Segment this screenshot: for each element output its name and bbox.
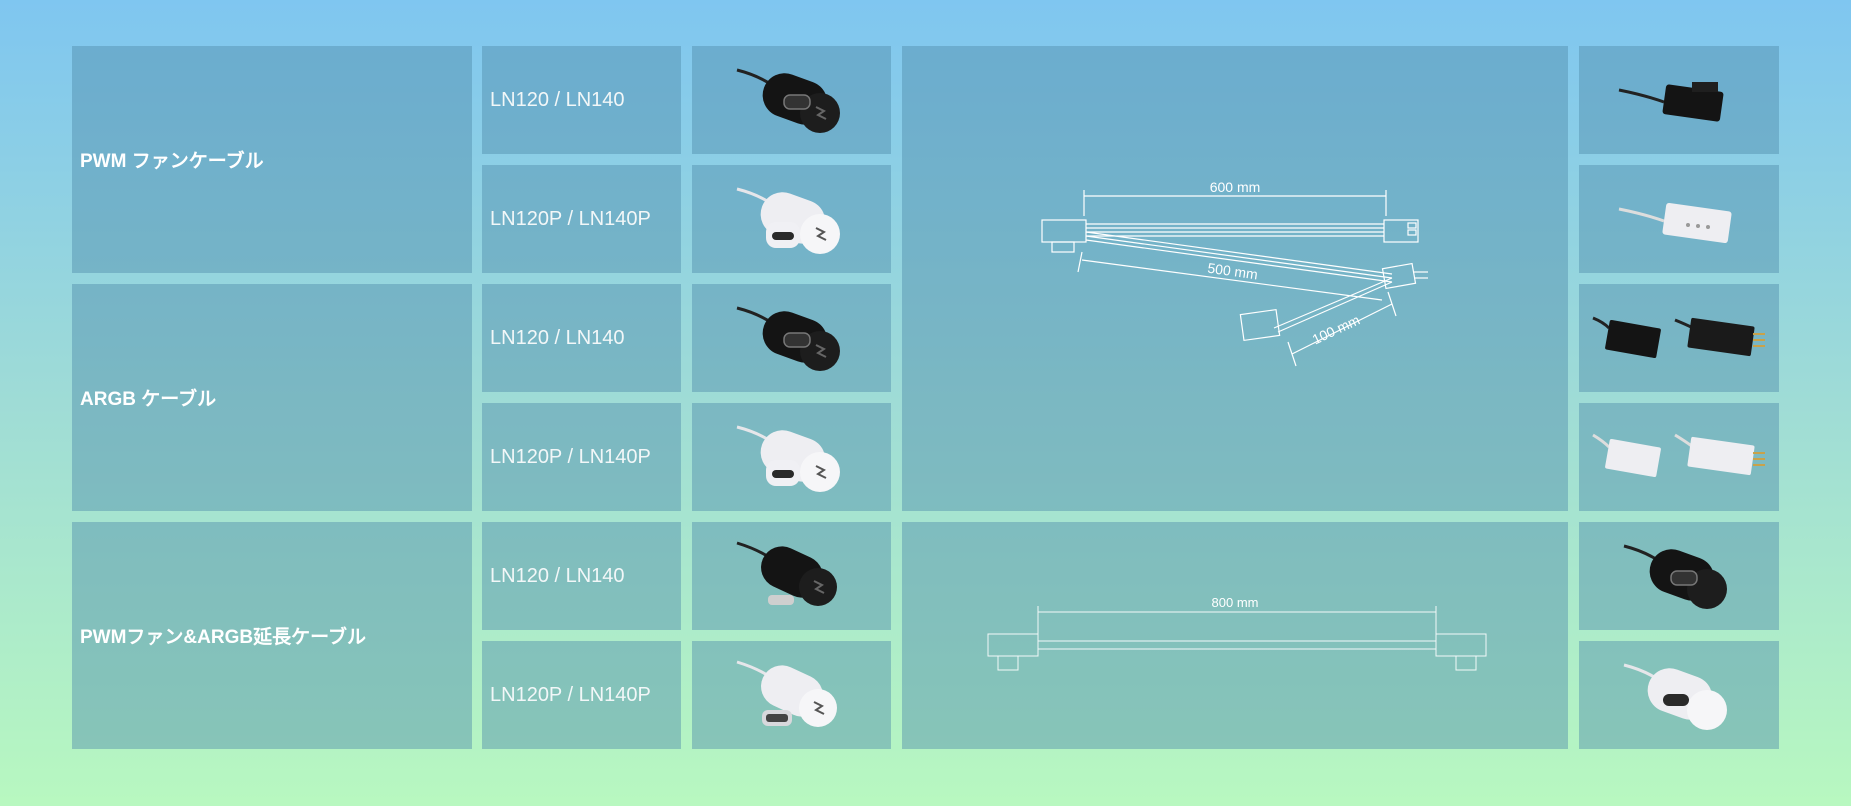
usbc-connector-white-image [1579,641,1779,749]
model-cell: LN120P / LN140P [482,403,681,511]
model-cell: LN120P / LN140P [482,165,681,273]
model-label: LN120 / LN140 [490,326,625,349]
argb-connectors-black-image [1579,284,1779,392]
cable-diagram-straight: 800 mm [902,522,1568,749]
argb-connectors-white-image [1579,403,1779,511]
usbc-connector-white-image [692,165,891,273]
usbc-plug-black-image [692,522,891,630]
usbc-connector-black-image [692,46,891,154]
pwm-header-black-image [1579,46,1779,154]
usbc-plug-white-image [692,641,891,749]
category-extension-cable: PWMファン&ARGB延長ケーブル [72,522,472,749]
pwm-header-white-image [1579,165,1779,273]
category-label: PWMファン&ARGB延長ケーブル [80,627,366,648]
model-label: LN120P / LN140P [490,207,651,230]
category-pwm-fan-cable: PWM ファンケーブル [72,46,472,273]
length-label-100: 100 mm [1310,312,1363,348]
usbc-connector-white-image [692,403,891,511]
model-label: LN120P / LN140P [490,445,651,468]
category-label: PWM ファンケーブル [80,151,264,172]
length-label-500: 500 mm [1207,260,1259,283]
length-label-800: 800 mm [1212,595,1259,610]
usbc-connector-black-image [1579,522,1779,630]
model-label: LN120P / LN140P [490,683,651,706]
model-cell: LN120 / LN140 [482,46,681,154]
model-label: LN120 / LN140 [490,564,625,587]
model-label: LN120 / LN140 [490,88,625,111]
category-label: ARGB ケーブル [80,389,217,410]
cable-diagram-y-split: 600 mm 500 mm 100 mm [902,46,1568,511]
category-argb-cable: ARGB ケーブル [72,284,472,511]
model-cell: LN120 / LN140 [482,284,681,392]
model-cell: LN120 / LN140 [482,522,681,630]
usbc-connector-black-image [692,284,891,392]
model-cell: LN120P / LN140P [482,641,681,749]
length-label-600: 600 mm [1210,179,1261,195]
